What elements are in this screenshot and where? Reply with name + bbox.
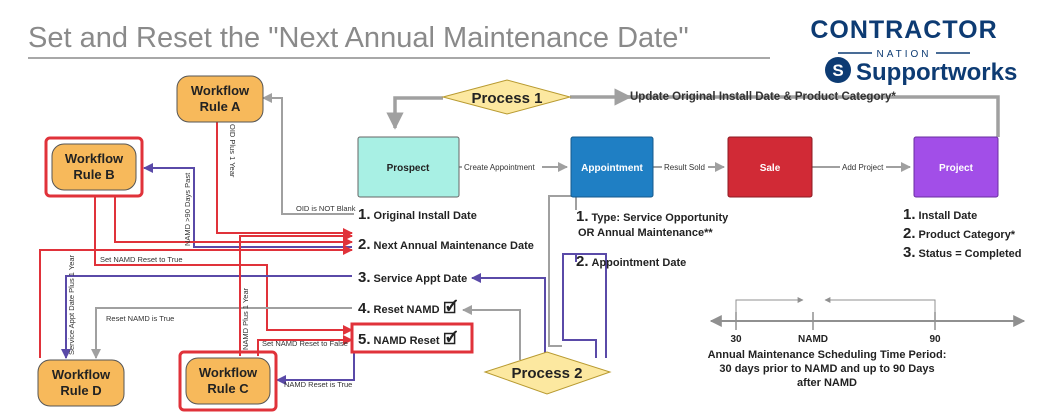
field-4: 4.Reset NAMD🗹 xyxy=(358,298,458,317)
field-3: 3.Service Appt Date xyxy=(358,269,467,286)
appointment-fields: 1.Type: Service Opportunity OR Annual Ma… xyxy=(576,208,729,270)
timeline-tick-30: 30 xyxy=(730,334,742,345)
label-add-project: Add Project xyxy=(842,163,884,172)
label-create-appointment: Create Appointment xyxy=(464,163,535,172)
label-oid-not-blank: OID is NOT Blank xyxy=(296,204,356,213)
workflow-rule-b: Workflow Rule B xyxy=(44,136,144,198)
appt-field-2: 2.Appointment Date xyxy=(576,253,686,270)
label-result-sold: Result Sold xyxy=(664,163,705,172)
check-icon: 🗹 xyxy=(444,298,458,317)
workflow-d-line2: Rule D xyxy=(60,383,101,398)
label-namd-plus-1-year: NAMD Plus 1 Year xyxy=(241,287,250,350)
label-namd-90-days-past: NAMD >90 Days Past xyxy=(183,172,192,246)
workflow-rule-d: Workflow Rule D xyxy=(37,359,125,407)
prospect-fields: 1.Original Install Date 2.Next Annual Ma… xyxy=(358,206,534,317)
connector-labels: OID Plus 1 Year OID is NOT Blank NAMD >9… xyxy=(67,124,356,389)
label-oid-plus-1-year: OID Plus 1 Year xyxy=(228,124,237,178)
process-2-diamond: Process 2 xyxy=(483,351,612,395)
field-5: 5.NAMD Reset🗹 xyxy=(358,329,458,348)
timeline-caption-2: 30 days prior to NAMD and up to 90 Days xyxy=(719,363,934,375)
workflow-rule-a: Workflow Rule A xyxy=(176,75,264,123)
workflow-a-line1: Workflow xyxy=(191,83,250,98)
workflow-rule-c: Workflow Rule C xyxy=(178,350,278,412)
timeline-caption-1: Annual Maintenance Scheduling Time Perio… xyxy=(708,349,947,361)
workflow-b-line1: Workflow xyxy=(65,151,124,166)
label-namd-reset-true: NAMD Reset is True xyxy=(284,380,352,389)
label-update-original: Update Original Install Date & Product C… xyxy=(630,91,896,103)
project-fields: 1.Install Date 2.Product Category* 3.Sta… xyxy=(903,206,1022,261)
field-5-highlight: 5.NAMD Reset🗹 xyxy=(350,322,474,354)
stage-link-labels: Create Appointment Result Sold Add Proje… xyxy=(462,161,886,172)
page-title: Set and Reset the "Next Annual Maintenan… xyxy=(28,22,689,54)
connectors xyxy=(39,88,1000,385)
label-set-namd-reset-false: Set NAMD Reset to False xyxy=(262,339,348,348)
stage-appointment: Appointment xyxy=(570,136,654,198)
process-2-label: Process 2 xyxy=(512,365,583,382)
stage-sale-label: Sale xyxy=(760,163,781,174)
field-1: 1.Original Install Date xyxy=(358,206,477,223)
stage-sale: Sale xyxy=(727,136,813,198)
timeline-caption-3: after NAMD xyxy=(797,377,857,389)
timeline-tick-namd: NAMD xyxy=(798,334,828,345)
supportworks-icon xyxy=(825,57,851,83)
label-set-namd-reset-true: Set NAMD Reset to True xyxy=(100,255,183,264)
logo-supportworks: Supportworks xyxy=(856,59,1017,86)
workflow-c-line1: Workflow xyxy=(199,365,258,380)
field-2: 2.Next Annual Maintenance Date xyxy=(358,236,534,253)
logo-nation: NATION xyxy=(876,49,931,60)
title-divider xyxy=(28,57,770,59)
stage-project-label: Project xyxy=(939,163,974,174)
logo: CONTRACTOR NATION S Supportworks xyxy=(810,16,1017,86)
appt-field-1-line2: OR Annual Maintenance** xyxy=(578,227,713,239)
stage-prospect-label: Prospect xyxy=(387,163,430,174)
appt-field-1: 1.Type: Service Opportunity xyxy=(576,208,729,225)
logo-mark: S xyxy=(832,61,843,80)
workflow-d-line1: Workflow xyxy=(52,367,111,382)
label-reset-namd-true: Reset NAMD is True xyxy=(106,314,174,323)
stage-project: Project xyxy=(913,136,999,198)
timeline: 30 NAMD 90 Annual Maintenance Scheduling… xyxy=(708,297,1026,389)
process-1-label: Process 1 xyxy=(472,90,543,107)
project-field-2: 2.Product Category* xyxy=(903,225,1016,242)
stage-prospect: Prospect xyxy=(357,136,460,198)
timeline-tick-90: 90 xyxy=(929,334,941,345)
project-field-1: 1.Install Date xyxy=(903,206,977,223)
workflow-a-line2: Rule A xyxy=(200,99,241,114)
workflow-b-line2: Rule B xyxy=(73,167,114,182)
stage-appointment-label: Appointment xyxy=(581,163,643,174)
project-field-3: 3.Status = Completed xyxy=(903,244,1022,261)
process-1-diamond: Process 1 xyxy=(441,79,572,115)
check-icon: 🗹 xyxy=(444,329,458,348)
workflow-c-line2: Rule C xyxy=(207,381,249,396)
label-service-appt-plus-1-year: Service Appt Date Plus 1 Year xyxy=(67,254,76,355)
logo-contractor: CONTRACTOR xyxy=(810,16,997,44)
